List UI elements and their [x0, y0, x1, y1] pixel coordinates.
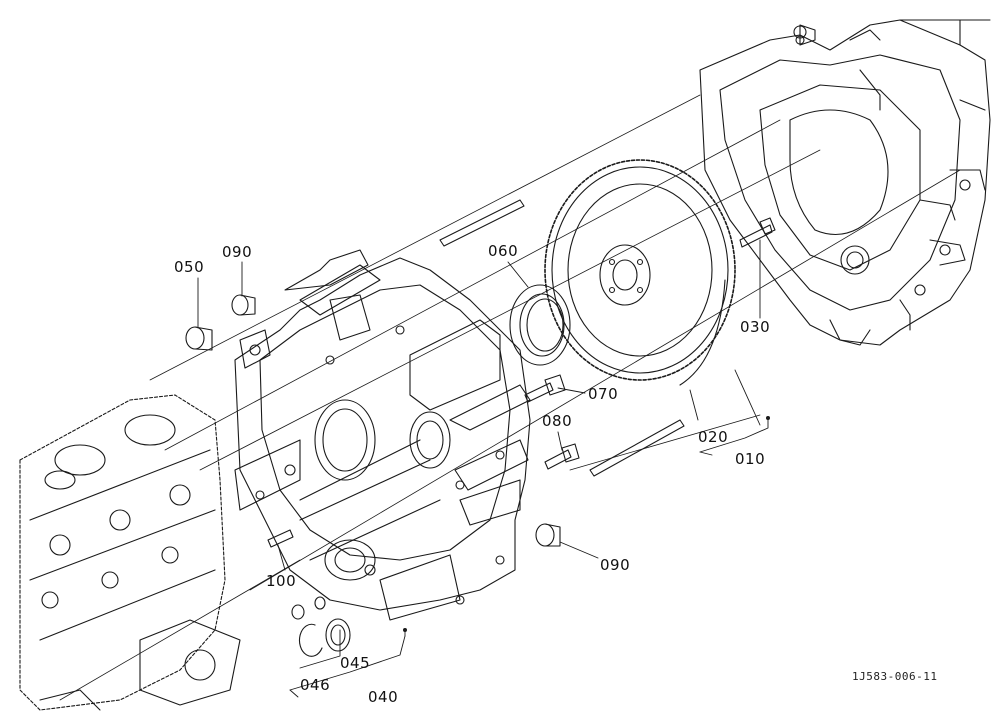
plug-090-top: [231, 294, 256, 316]
assembly-brackets: [289, 417, 769, 698]
callout-045: 045: [340, 654, 371, 672]
engine-block: [19, 394, 241, 711]
stud-100: [267, 529, 294, 548]
seal-045: [325, 618, 351, 652]
callout-090-bottom: 090: [600, 556, 631, 574]
flywheel-housing: [234, 249, 531, 621]
plug-050: [185, 326, 213, 351]
callout-070: 070: [588, 385, 619, 403]
plug-090-bottom: [535, 523, 561, 547]
flywheel-020: [544, 159, 736, 386]
callout-046: 046: [300, 676, 331, 694]
bolt-080: [544, 443, 580, 470]
callout-100: 100: [266, 572, 297, 590]
stud-bolts: [439, 199, 685, 477]
callout-090-top: 090: [222, 243, 253, 261]
callout-010: 010: [735, 450, 766, 468]
guide-lines: [59, 94, 961, 701]
leader-lines: [197, 239, 761, 571]
bolt-030: [739, 217, 776, 248]
washers: [291, 596, 326, 620]
callout-060: 060: [488, 242, 519, 260]
callout-050: 050: [174, 258, 205, 276]
callout-080: 080: [542, 412, 573, 430]
bolt-070: [524, 374, 566, 403]
circlip-046: [298, 623, 323, 657]
oil-seal-060: [509, 284, 571, 366]
figure-code: 1J583-006-11: [852, 670, 938, 683]
transmission-housing: [699, 19, 991, 346]
callout-030: 030: [740, 318, 771, 336]
callout-040: 040: [368, 688, 399, 706]
callout-020: 020: [698, 428, 729, 446]
